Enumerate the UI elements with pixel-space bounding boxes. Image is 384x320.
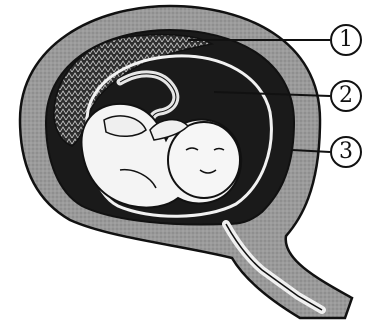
fetus-head [168, 122, 240, 198]
marker-1: 1 [330, 24, 362, 56]
marker-2: 2 [330, 80, 362, 112]
marker-2-text: 2 [339, 85, 353, 107]
marker-1-text: 1 [339, 29, 353, 51]
marker-3-text: 3 [339, 141, 353, 163]
marker-3: 3 [330, 136, 362, 168]
